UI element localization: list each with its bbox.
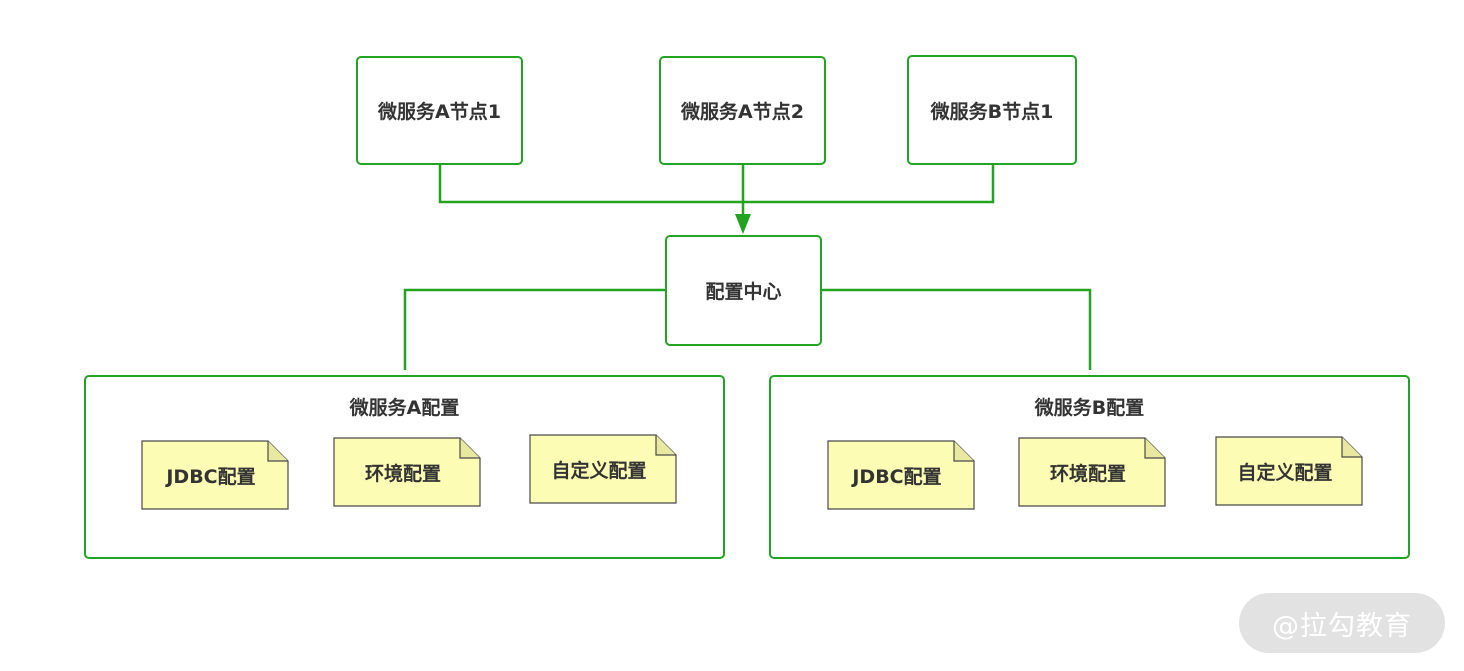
note-shape xyxy=(1018,437,1166,507)
connector-center-to-group-a xyxy=(403,288,665,370)
note-shape xyxy=(141,440,289,510)
note-custom-config: 自定义配置 xyxy=(1215,436,1363,506)
note-label: JDBC配置 xyxy=(166,465,256,488)
note-env-config: 环境配置 xyxy=(333,437,481,507)
note-jdbc-config: JDBC配置 xyxy=(827,440,975,510)
group-title: 微服务A配置 xyxy=(349,397,460,419)
note-shape xyxy=(529,434,677,504)
node-service-b-instance-1: 微服务B节点1 xyxy=(907,55,1077,165)
watermark-text: @拉勾教育 xyxy=(1272,610,1412,642)
note-shape xyxy=(333,437,481,507)
arrow-head xyxy=(735,214,751,234)
watermark-badge: @拉勾教育 xyxy=(1239,593,1445,653)
note-label: JDBC配置 xyxy=(852,465,942,488)
note-label: 环境配置 xyxy=(1049,462,1126,485)
group-service-a-config: 微服务A配置 JDBC配置 环境配置 自定义配置 xyxy=(84,375,725,559)
note-custom-config: 自定义配置 xyxy=(529,434,677,504)
note-label: 自定义配置 xyxy=(551,459,647,482)
node-label: 微服务A节点1 xyxy=(378,101,501,123)
note-jdbc-config: JDBC配置 xyxy=(141,440,289,510)
connector-a1 xyxy=(438,165,995,204)
group-service-b-config: 微服务B配置 JDBC配置 环境配置 自定义配置 xyxy=(769,375,1410,559)
group-title: 微服务B配置 xyxy=(1034,397,1145,419)
note-env-config: 环境配置 xyxy=(1018,437,1166,507)
note-shape xyxy=(827,440,975,510)
note-label: 环境配置 xyxy=(364,462,441,485)
node-label: 微服务A节点2 xyxy=(681,101,804,123)
node-config-center: 配置中心 xyxy=(665,235,822,346)
note-label: 自定义配置 xyxy=(1237,461,1333,484)
node-service-a-instance-1: 微服务A节点1 xyxy=(356,56,523,165)
node-label: 微服务B节点1 xyxy=(930,100,1054,123)
node-service-a-instance-2: 微服务A节点2 xyxy=(659,56,826,165)
note-shape xyxy=(1215,436,1363,506)
node-label: 配置中心 xyxy=(705,281,782,303)
connector-center-to-group-b xyxy=(821,288,1092,370)
